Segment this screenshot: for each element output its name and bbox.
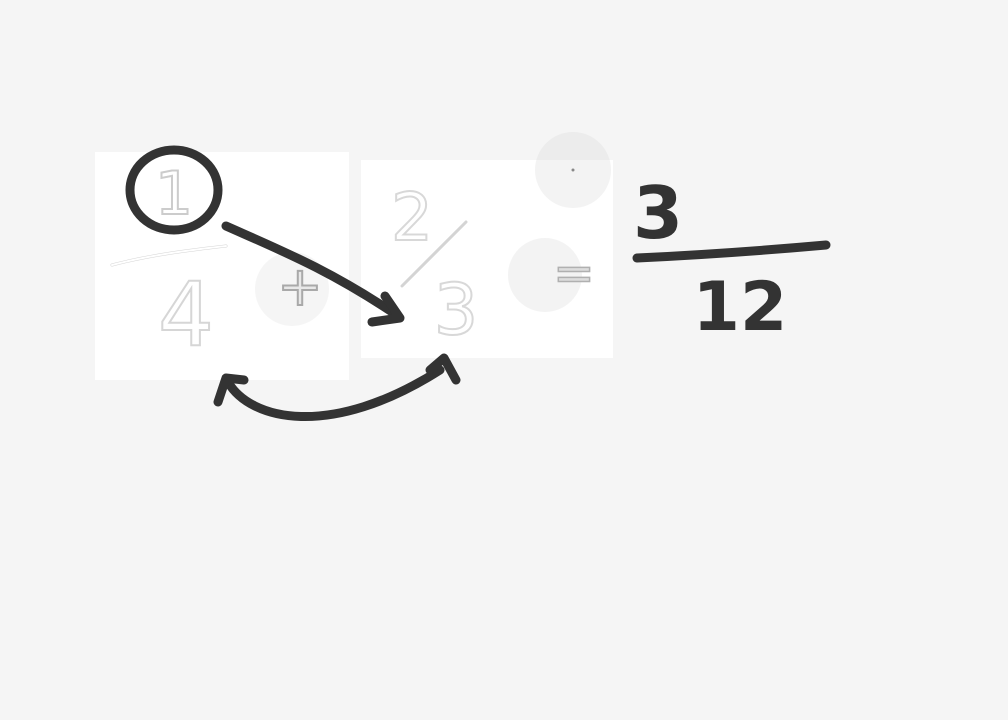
result-numerator: 3: [633, 171, 683, 255]
cross-multiply-arrow: [223, 365, 445, 422]
plus-operator: +: [277, 255, 322, 318]
numerator-to-denominator-arrow: [221, 221, 403, 321]
arrow-head-up: [425, 353, 461, 385]
right-numerator: 2: [391, 179, 433, 256]
equals-operator: =: [553, 244, 595, 302]
right-fraction-slash: [400, 220, 468, 288]
right-fraction-panel: [361, 160, 613, 358]
numerator-circle-mark: [125, 145, 223, 235]
arrow-head-left: [213, 373, 249, 407]
result-denominator: 12: [693, 268, 788, 347]
left-denominator: 4: [158, 263, 214, 366]
cursor-dot: [571, 168, 575, 172]
right-denominator: 3: [434, 269, 479, 351]
left-numerator: 1: [155, 159, 193, 229]
arrow-head-right: [367, 291, 405, 327]
equals-highlight-circle: [508, 238, 582, 312]
result-fraction-bar: [632, 240, 831, 263]
